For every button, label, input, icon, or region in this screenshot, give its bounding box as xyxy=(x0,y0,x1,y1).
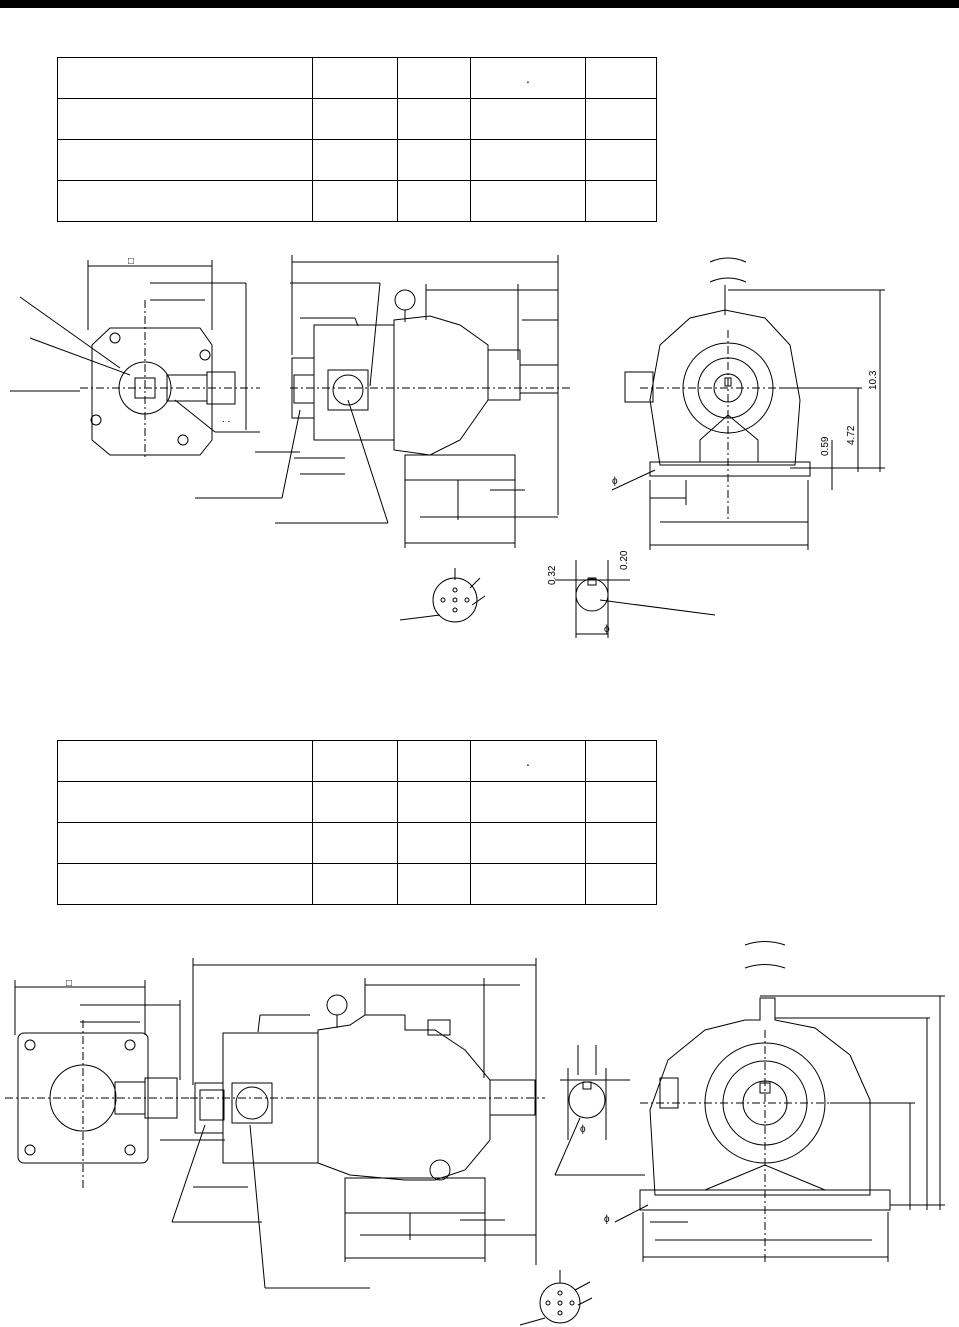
square-symbol: □ xyxy=(66,978,72,989)
lower-shaft-detail: ϕ xyxy=(554,1045,645,1176)
upper-end-view: □ . . xyxy=(10,256,260,460)
phi-shaft-lower: ϕ xyxy=(580,1124,586,1135)
table-row: . xyxy=(57,57,657,99)
dots-label: . . xyxy=(222,414,230,425)
table-row xyxy=(57,180,657,222)
header-dot: . xyxy=(470,740,586,782)
lower-front-view: ϕ xyxy=(604,941,945,1265)
dim-10-3: 10.3 xyxy=(868,370,879,390)
phi-shaft: ϕ xyxy=(604,624,610,635)
table-row: . xyxy=(57,740,657,782)
square-symbol: □ xyxy=(128,256,134,267)
phi-label-lower: ϕ xyxy=(604,1214,610,1225)
spec-table-lower: . xyxy=(57,740,657,905)
top-rule xyxy=(0,0,959,8)
upper-front-view: 10.3 4.72 0.59 ϕ xyxy=(611,257,885,550)
dim-0-20: 0.20 xyxy=(619,550,630,570)
upper-side-view xyxy=(195,255,570,548)
phi-label: ϕ xyxy=(612,476,618,487)
upper-shaft-detail: 0.32 0.20 ϕ xyxy=(547,550,716,638)
upper-connector-detail xyxy=(399,568,486,623)
table-row xyxy=(57,98,657,140)
table-row xyxy=(57,822,657,864)
lower-side-view xyxy=(160,958,545,1289)
table-row xyxy=(57,863,657,905)
dim-0-59: 0.59 xyxy=(820,436,831,456)
dim-0-32: 0.32 xyxy=(547,565,558,585)
lower-connector-detail xyxy=(519,1270,593,1326)
lower-end-view: □ xyxy=(5,978,190,1190)
spec-table-upper: . xyxy=(57,57,657,222)
dim-4-72: 4.72 xyxy=(846,425,857,445)
